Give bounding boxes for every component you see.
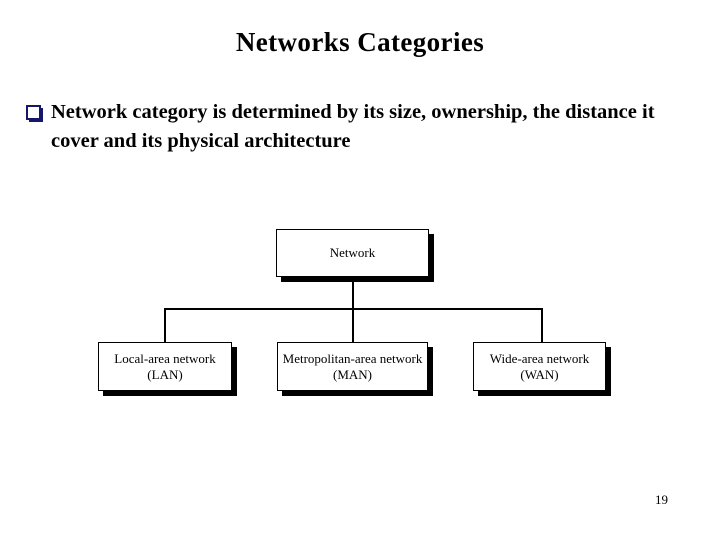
node-man-abbr: (MAN): [333, 366, 372, 382]
connector-drop-wan: [541, 308, 543, 342]
node-network-label: Network: [329, 245, 376, 260]
connector-drop-lan: [164, 308, 166, 342]
node-wan-abbr: (WAN): [520, 366, 559, 382]
diagram-node-man: Metropolitan-area network (MAN): [277, 342, 428, 391]
connector-bus: [165, 308, 543, 310]
square-bullet-face: [26, 105, 41, 120]
node-lan-abbr: (LAN): [147, 366, 183, 382]
page-number: 19: [655, 492, 668, 507]
square-bullet-icon: [26, 105, 43, 122]
connector-trunk: [352, 277, 354, 310]
bullet-list-item: Network category is determined by its si…: [26, 98, 694, 156]
diagram-node-wan: Wide-area network (WAN): [473, 342, 606, 391]
diagram-node-lan: Local-area network (LAN): [98, 342, 232, 391]
page-title: Networks Categories: [235, 27, 485, 57]
connector-drop-man: [352, 308, 354, 342]
node-wan-label: Wide-area network: [489, 350, 590, 366]
node-lan-label: Local-area network: [114, 350, 216, 366]
node-man-label: Metropolitan-area network: [282, 350, 423, 366]
diagram-node-network: Network: [276, 229, 429, 277]
bullet-text: Network category is determined by its si…: [51, 101, 655, 152]
